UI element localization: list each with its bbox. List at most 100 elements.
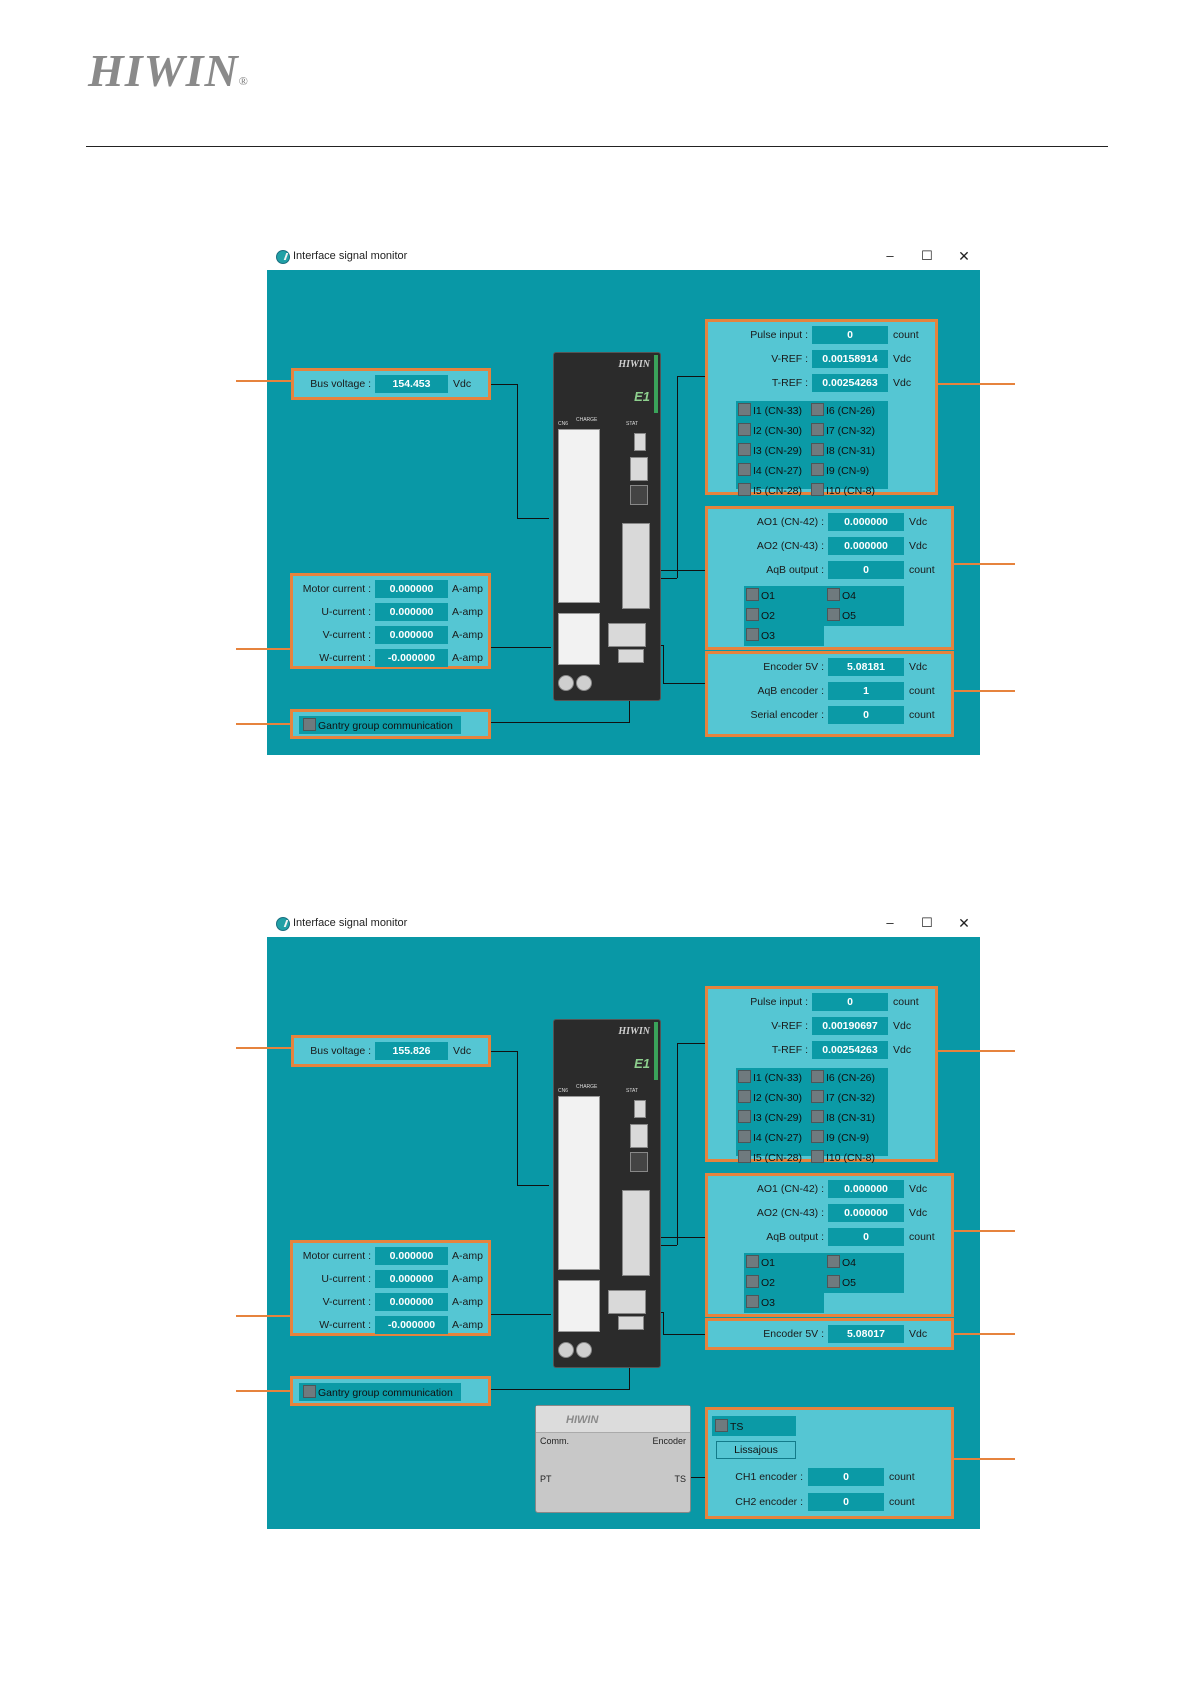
app-icon	[276, 917, 290, 931]
callout-line	[954, 1230, 1015, 1232]
callout-line	[236, 723, 291, 725]
led-icon	[827, 1275, 840, 1288]
digital-output-grid	[744, 1253, 904, 1293]
title-bar[interactable]: Interface signal monitor – ☐ ✕	[267, 242, 980, 270]
minimize-icon[interactable]: –	[886, 915, 894, 930]
t-ref-value: 0.00254263	[812, 374, 888, 392]
wire	[629, 690, 630, 723]
ao2-label: AO2 (CN-43) :	[756, 1207, 824, 1219]
wire	[629, 1357, 630, 1390]
v-current-label: V-current :	[322, 1296, 371, 1308]
ts-checkbox[interactable]: TS	[715, 1419, 743, 1434]
motor-current-label: Motor current :	[302, 583, 371, 595]
gantry-panel: Gantry group communication	[290, 1376, 491, 1406]
cn6-label: CN6	[558, 421, 569, 427]
led-icon	[811, 423, 824, 436]
ground-screw	[558, 675, 574, 691]
bus-voltage-panel: Bus voltage : 154.453 Vdc	[291, 368, 491, 400]
gantry-communication-checkbox[interactable]: Gantry group communication	[303, 718, 453, 733]
gantry-communication-checkbox[interactable]: Gantry group communication	[303, 1385, 453, 1400]
v-ref-unit: Vdc	[893, 353, 912, 365]
pulse-input-unit: count	[893, 329, 919, 341]
wire	[517, 518, 549, 519]
main-terminal-block	[558, 429, 600, 603]
close-icon[interactable]: ✕	[958, 248, 970, 264]
encoder-5v-label: Encoder 5V :	[763, 1328, 824, 1340]
encoder-5v-label: Encoder 5V :	[763, 661, 824, 673]
callout-line	[954, 563, 1015, 565]
v-ref-value: 0.00190697	[812, 1017, 888, 1035]
u-current-value: 0.000000	[375, 603, 448, 621]
led-icon	[811, 1110, 824, 1123]
checkbox-icon	[303, 1385, 316, 1398]
led-icon	[746, 588, 759, 601]
led-icon	[811, 1150, 824, 1163]
callout-line	[954, 1458, 1015, 1460]
v-current-unit: A-amp	[452, 1296, 483, 1308]
v-current-value: 0.000000	[375, 626, 448, 644]
ground-screw	[576, 675, 592, 691]
maximize-icon[interactable]: ☐	[921, 248, 933, 263]
wire	[663, 645, 664, 683]
di-i3: I3 (CN-29)	[738, 1110, 802, 1125]
lissajous-button[interactable]: Lissajous	[716, 1441, 796, 1459]
ao2-label: AO2 (CN-43) :	[756, 540, 824, 552]
di-i8: I8 (CN-31)	[811, 1110, 875, 1125]
interface-signal-monitor-window-2: Interface signal monitor – ☐ ✕ HIWIN E1 …	[267, 909, 980, 1529]
w-current-label: W-current :	[319, 652, 371, 664]
v-ref-value: 0.00158914	[812, 350, 888, 368]
maximize-icon[interactable]: ☐	[921, 915, 933, 930]
do-o3: O3	[746, 628, 775, 643]
wire	[517, 1185, 549, 1186]
aqb-output-label: AqB output :	[766, 1231, 824, 1243]
motor-current-unit: A-amp	[452, 583, 483, 595]
minimize-icon[interactable]: –	[886, 248, 894, 263]
ch1-encoder-unit: count	[889, 1471, 915, 1483]
module-encoder-label: Encoder	[652, 1436, 686, 1446]
led-icon	[827, 588, 840, 601]
led-icon	[738, 1110, 751, 1123]
pulse-input-value: 0	[812, 993, 888, 1011]
aqb-encoder-unit: count	[909, 685, 935, 697]
aqb-output-value: 0	[828, 561, 904, 579]
title-bar[interactable]: Interface signal monitor – ☐ ✕	[267, 909, 980, 937]
bus-voltage-panel: Bus voltage : 155.826 Vdc	[291, 1035, 491, 1067]
ground-screw	[576, 1342, 592, 1358]
rj45-port	[630, 485, 648, 505]
servo-drive-image: HIWIN E1 CHARGE STAT CN6	[553, 1019, 661, 1368]
ch2-encoder-value: 0	[808, 1493, 884, 1511]
ao2-unit: Vdc	[909, 540, 928, 552]
aqb-output-value: 0	[828, 1228, 904, 1246]
ao1-value: 0.000000	[828, 1180, 904, 1198]
wire	[663, 1312, 664, 1334]
led-icon	[811, 1070, 824, 1083]
ao1-label: AO1 (CN-42) :	[756, 1183, 824, 1195]
di-i1: I1 (CN-33)	[738, 403, 802, 418]
wire	[677, 1043, 678, 1245]
window-title: Interface signal monitor	[293, 250, 408, 262]
di-i2: I2 (CN-30)	[738, 1090, 802, 1105]
monitor-canvas: HIWIN E1 CHARGE STAT CN6 HIWIN Comm. Enc…	[267, 937, 980, 1529]
wire	[517, 1051, 518, 1185]
di-i6: I6 (CN-26)	[811, 403, 875, 418]
close-icon[interactable]: ✕	[958, 915, 970, 931]
t-ref-unit: Vdc	[893, 377, 912, 389]
ao1-unit: Vdc	[909, 1183, 928, 1195]
encoder-connector	[608, 623, 646, 647]
gantry-field	[299, 1383, 461, 1401]
callout-line	[938, 383, 1015, 385]
wire	[691, 1477, 705, 1478]
ground-screw	[558, 1342, 574, 1358]
aqb-output-unit: count	[909, 1231, 935, 1243]
module-comm-label: Comm.	[540, 1436, 569, 1446]
wire	[649, 570, 705, 571]
ao1-label: AO1 (CN-42) :	[756, 516, 824, 528]
bus-voltage-label: Bus voltage :	[310, 378, 371, 390]
servo-drive-image: HIWIN E1 CHARGE STAT CN6	[553, 352, 661, 701]
ao1-unit: Vdc	[909, 516, 928, 528]
gantry-connector	[618, 649, 644, 663]
aqb-output-unit: count	[909, 564, 935, 576]
pulse-input-value: 0	[812, 326, 888, 344]
led-icon	[746, 1255, 759, 1268]
